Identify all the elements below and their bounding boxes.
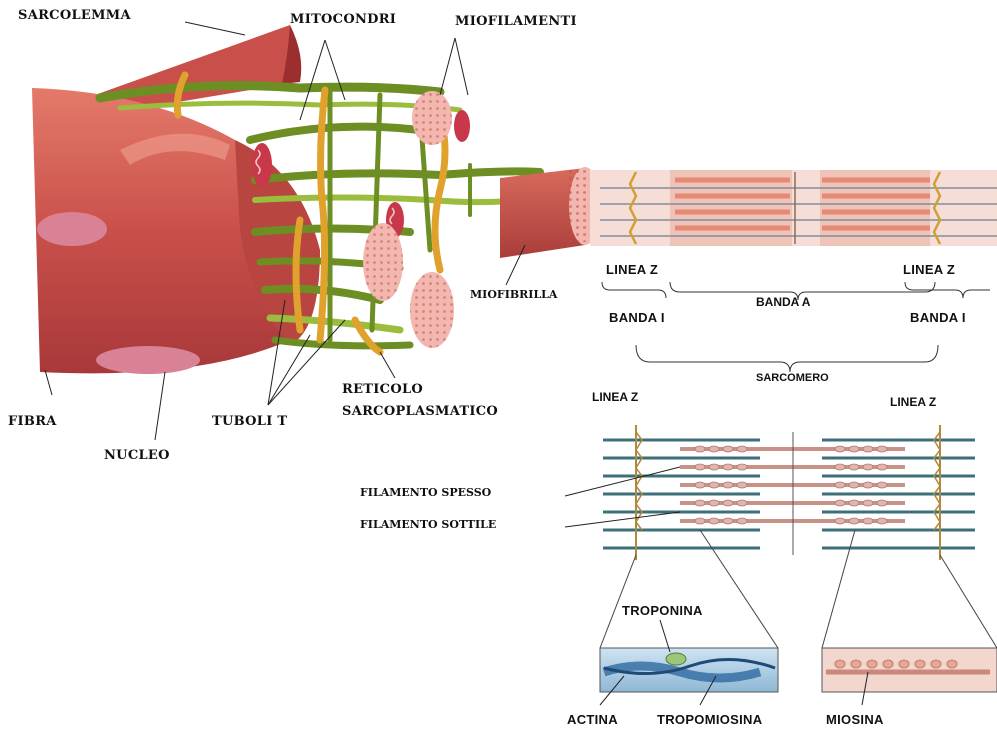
label-linea-z-lower-left: LINEA Z <box>592 390 638 404</box>
troponin-shape <box>666 653 686 665</box>
label-fibra: FIBRA <box>8 414 57 429</box>
label-miofilamenti: MIOFILAMENTI <box>455 14 577 29</box>
label-banda-i-left: BANDA I <box>609 310 665 325</box>
label-sarcomero: SARCOMERO <box>756 372 829 384</box>
label-mitocondri: MITOCONDRI <box>290 12 396 27</box>
label-filamento-spesso: FILAMENTO SPESSO <box>360 486 491 499</box>
label-reticolo: RETICOLO <box>342 382 423 397</box>
label-actina: ACTINA <box>567 712 618 727</box>
label-filamento-sottile: FILAMENTO SOTTILE <box>360 518 496 531</box>
nucleus-shape <box>37 212 107 246</box>
label-linea-z-left: LINEA Z <box>606 262 658 277</box>
sarcomere-band <box>590 170 997 246</box>
nucleus-shape-2 <box>96 346 200 374</box>
label-nucleo: NUCLEO <box>104 448 170 463</box>
myofibril <box>500 167 601 258</box>
label-banda-i-right: BANDA I <box>910 310 966 325</box>
label-miosina: MIOSINA <box>826 712 884 727</box>
label-tropomiosina: TROPOMIOSINA <box>657 712 762 727</box>
label-linea-z-lower-right: LINEA Z <box>890 395 936 409</box>
label-troponina: TROPONINA <box>622 603 703 618</box>
label-tuboli-t: TUBOLI T <box>212 414 287 429</box>
sarcomere-detail <box>603 425 975 560</box>
label-sarcolemma: SARCOLEMMA <box>18 8 131 23</box>
label-banda-a: BANDA A <box>756 295 810 309</box>
myosin-zoom <box>822 648 997 692</box>
label-sarcoplasmatico: SARCOPLASMATICO <box>342 404 498 419</box>
label-miofibrilla: MIOFIBRILLA <box>470 288 557 301</box>
actin-zoom <box>600 648 778 692</box>
label-linea-z-right: LINEA Z <box>903 262 955 277</box>
